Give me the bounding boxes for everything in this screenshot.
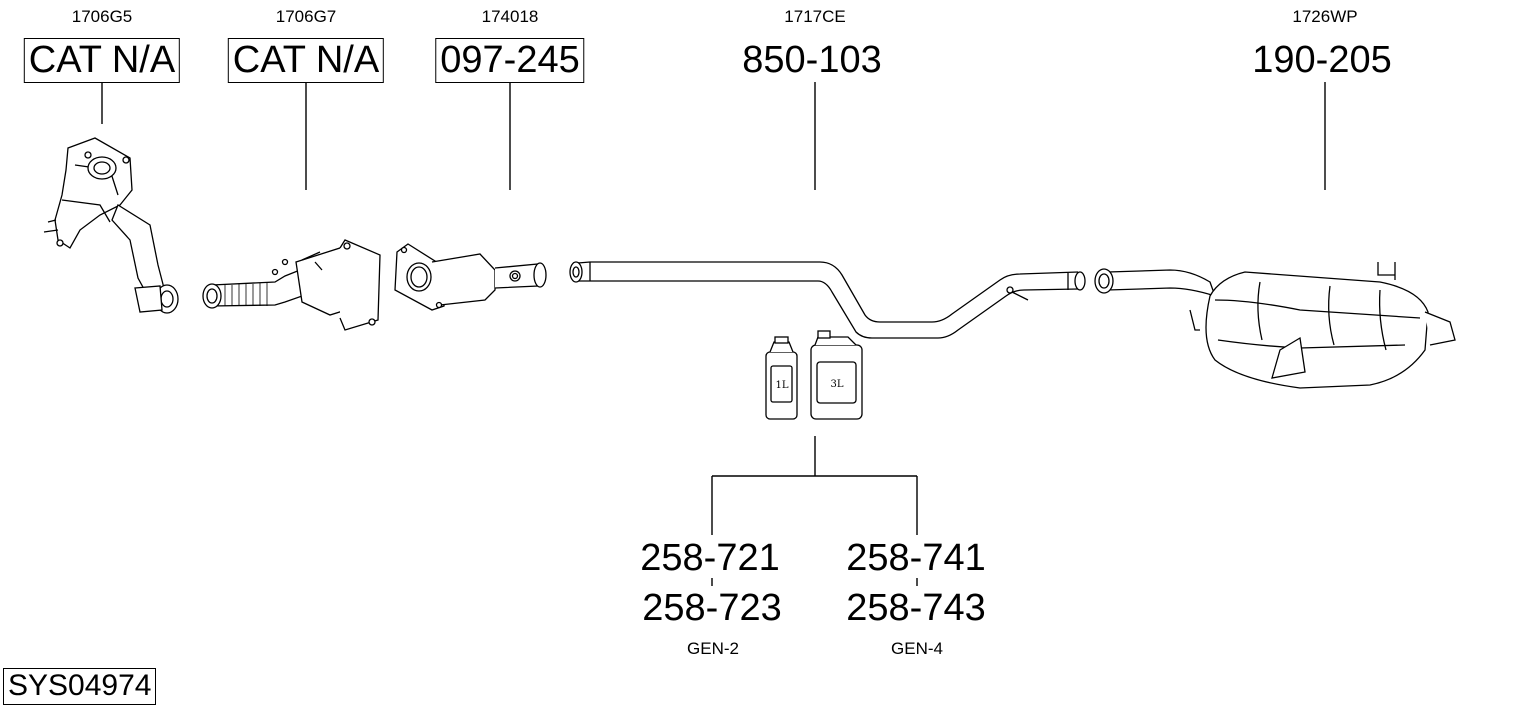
part-ref-3: 097-245	[435, 38, 585, 83]
part-code-1726wp: 1726WP	[1292, 7, 1358, 26]
part-code-1717ce: 1717CE	[784, 7, 846, 26]
part-code-1706g7: 1706G7	[275, 7, 337, 26]
part-ref-1: CAT N/A	[23, 38, 181, 83]
manifold-catalyst-part	[43, 137, 179, 314]
part-ref-5: 190-205	[1252, 39, 1392, 81]
fluid-ref-258-721: 258-721	[640, 537, 780, 579]
bottle-3l-label: 3L	[830, 379, 843, 390]
fluid-gen-2-label: GEN-2	[687, 639, 739, 658]
part-ref-2: CAT N/A	[227, 38, 385, 83]
flex-catalyst-part	[202, 239, 381, 331]
fluid-ref-258-741: 258-741	[846, 537, 986, 579]
particulate-filter-part	[394, 243, 547, 311]
system-id: SYS04974	[3, 668, 157, 705]
part-ref-4: 850-103	[742, 39, 882, 81]
intermediate-pipe-part	[569, 261, 1086, 339]
bottle-1l-label: 1L	[775, 380, 788, 391]
additive-bottle-1l	[765, 336, 798, 420]
fluid-ref-258-723: 258-723	[642, 587, 782, 629]
part-code-174018: 174018	[481, 7, 539, 26]
rear-silencer-part	[1094, 262, 1456, 389]
fluid-gen-4-label: GEN-4	[891, 639, 943, 658]
additive-bottle-3l	[810, 330, 863, 420]
part-code-1706g5: 1706G5	[71, 7, 133, 26]
fluid-ref-258-743: 258-743	[846, 587, 986, 629]
